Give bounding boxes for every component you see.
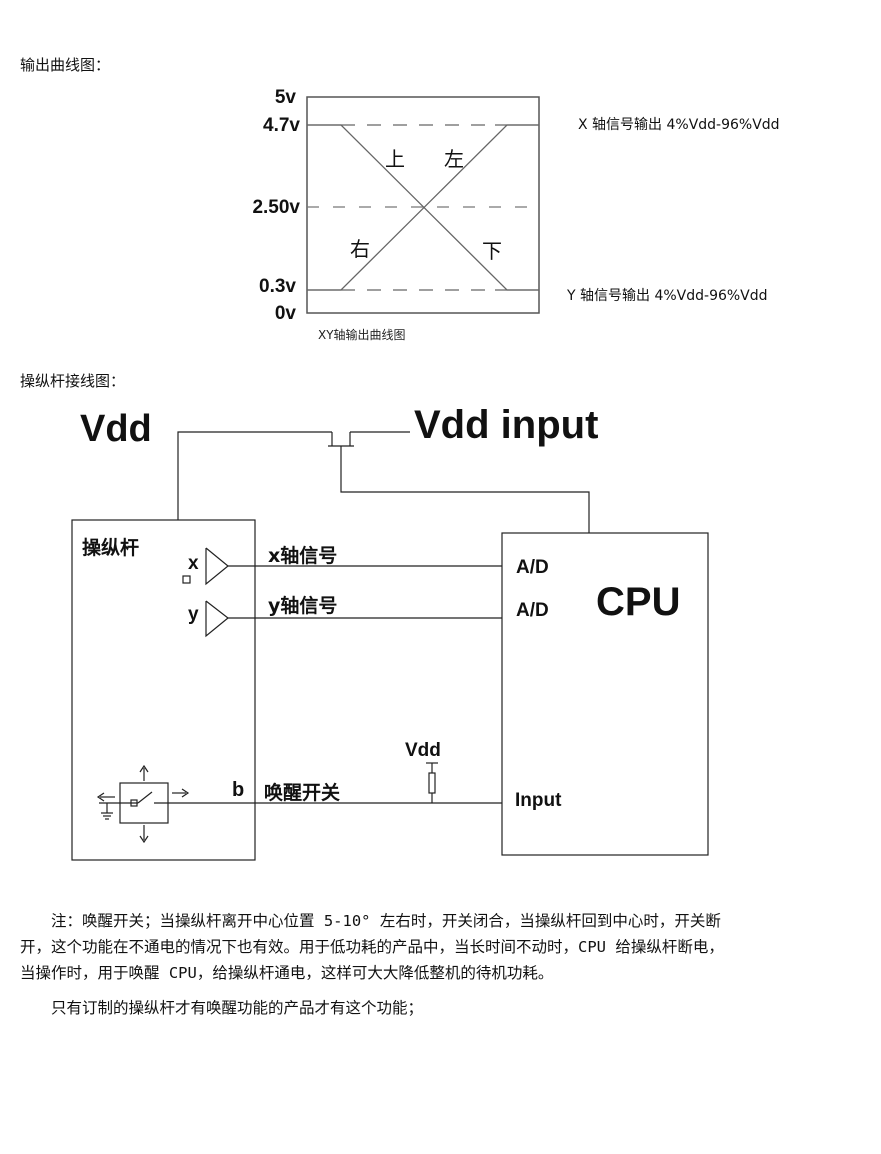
y-signal-output: Y 轴信号输出 4%Vdd-96%Vdd (567, 288, 768, 304)
y-pin-label: y (188, 604, 199, 625)
cpu-label: CPU (596, 580, 681, 624)
y-buffer-triangle (205, 600, 229, 638)
x-axis-signal-label: x轴信号 (268, 545, 338, 567)
b-pin-label: b (232, 779, 245, 801)
y-label-4.7v: 4.7v (263, 115, 300, 136)
vdd-label: Vdd (80, 408, 152, 450)
arrow-up-head (139, 764, 149, 773)
region-down: 下 (482, 239, 502, 263)
x-pin-label: x (188, 553, 199, 574)
region-up: 上 (385, 147, 405, 171)
output-curve-graph (306, 96, 540, 314)
cpu-power-wire (340, 446, 590, 533)
joystick-label: 操纵杆 (82, 537, 140, 559)
arrow-down-head (139, 835, 149, 844)
pullup-resistor (428, 772, 436, 794)
arrow-right-head (181, 788, 190, 798)
switch-contact (130, 799, 138, 807)
region-right: 右 (350, 237, 370, 261)
x-buffer-triangle (205, 547, 229, 586)
section-title-output-curve: 输出曲线图： (20, 56, 111, 74)
note-line-1: 注：唤醒开关；当操纵杆离开中心位置 5-10° 左右时，开关闭合，当操纵杆回到中… (20, 912, 721, 930)
region-left: 左 (444, 147, 464, 171)
curve-rising (307, 124, 539, 291)
graph-frame (306, 96, 540, 314)
wiring-diagram (71, 431, 709, 861)
note-line-4: 只有订制的操纵杆才有唤醒功能的产品才有这个功能； (20, 999, 424, 1017)
ad-label-1: A/D (516, 557, 549, 578)
x-signal-output: X 轴信号输出 4%Vdd-96%Vdd (578, 117, 780, 133)
cpu-box (501, 532, 709, 856)
y-label-5v: 5v (274, 87, 296, 108)
y-label-0.3v: 0.3v (259, 276, 296, 297)
wake-switch-label: 唤醒开关 (264, 782, 341, 804)
switch-blade (137, 791, 153, 804)
pullup-vdd-label: Vdd (405, 740, 441, 761)
graph-caption: XY轴输出曲线图 (318, 328, 406, 342)
ad-label-2: A/D (516, 600, 549, 621)
x-small-square (182, 575, 191, 584)
note-line-3: 当操作时，用于唤醒 CPU，给操纵杆通电，这样可大大降低整机的待机功耗。 (20, 964, 554, 982)
section-title-wiring: 操纵杆接线图： (20, 372, 126, 390)
input-label: Input (515, 790, 562, 811)
joystick-box (71, 519, 256, 861)
arrow-left-head (96, 792, 105, 802)
y-label-2.50v: 2.50v (252, 197, 300, 218)
note-line-2: 开，这个功能在不通电的情况下也有效。用于低功耗的产品中，当长时间不动时，CPU … (20, 938, 724, 956)
vdd-wire (177, 431, 332, 520)
vdd-input-label: Vdd input (414, 403, 599, 447)
y-label-0v: 0v (274, 303, 296, 324)
y-axis-signal-label: y轴信号 (268, 595, 338, 617)
